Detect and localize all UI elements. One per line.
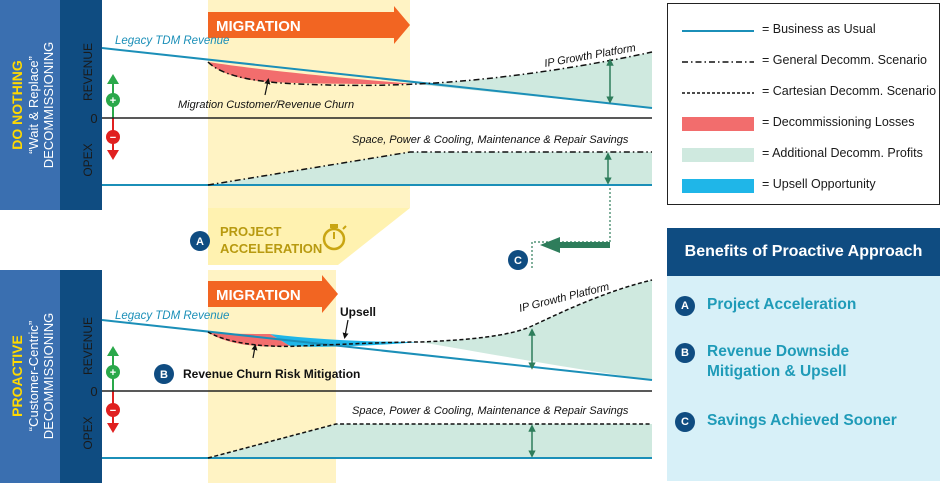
badge-b-text: B <box>160 369 168 381</box>
top-axis-band <box>60 0 102 210</box>
bottom-upsell-area <box>270 334 420 347</box>
legend-label: = Cartesian Decomm. Scenario <box>762 84 937 98</box>
legend-bau-swatch <box>682 30 754 32</box>
bottom-label-line3: DECOMMISSIONING <box>41 313 56 439</box>
bottom-plus-sign: + <box>110 367 116 379</box>
top-churn-label: Migration Customer/Revenue Churn <box>178 99 354 111</box>
bottom-savings-label: Space, Power & Cooling, Maintenance & Re… <box>352 405 629 417</box>
benefit-item-a: A Project Acceleration <box>675 295 935 316</box>
bottom-migration-arrow: MIGRATION <box>208 275 338 313</box>
bottom-revenue-loss-area <box>208 332 290 347</box>
top-revenue-profit-area <box>415 52 652 108</box>
bottom-cartesian-opex-line <box>207 423 652 459</box>
badge-b <box>154 364 174 384</box>
legend-item-general-decomm: = General Decomm. Scenario <box>676 49 938 75</box>
top-minus-sign: − <box>110 132 116 144</box>
legend-general-swatch <box>682 61 754 63</box>
benefit-badge: B <box>675 343 695 363</box>
top-label-line1: DO NOTHING <box>9 60 25 150</box>
bottom-revenue-profit-area <box>420 280 652 380</box>
churn-mitigation-pointer <box>251 344 258 359</box>
legend-profit-swatch <box>682 148 754 162</box>
benefit-label: Project Acceleration <box>707 296 857 313</box>
legend: = Business as Usual = General Decomm. Sc… <box>667 3 940 205</box>
benefit-item-c: C Savings Achieved Sooner <box>675 411 935 432</box>
bottom-minus-sign: − <box>110 405 116 417</box>
legend-item-additional-profits: = Additional Decomm. Profits <box>676 142 938 168</box>
stopwatch-icon <box>322 224 347 251</box>
connector-arrow <box>540 237 610 253</box>
benefit-label: Savings Achieved Sooner <box>707 412 897 429</box>
legend-label: = General Decomm. Scenario <box>762 53 928 67</box>
bottom-bau-revenue-line <box>101 319 653 381</box>
legend-label: = Business as Usual <box>762 22 876 36</box>
top-plus-minus-indicator: + − <box>106 74 120 160</box>
top-general-decomm-line <box>207 51 653 87</box>
top-opex-profit-area <box>208 152 652 185</box>
project-acceleration-callout: A PROJECT ACCELERATION <box>190 208 410 265</box>
top-legacy-label: Legacy TDM Revenue <box>115 35 229 47</box>
top-savings-label: Space, Power & Cooling, Maintenance & Re… <box>352 134 629 146</box>
legend-label: = Decommissioning Losses <box>762 115 915 129</box>
badge-c <box>508 250 528 270</box>
bottom-revenue-axis-label: REVENUE <box>81 317 95 375</box>
bottom-label-line1: PROACTIVE <box>9 335 25 417</box>
top-plus-sign: + <box>110 95 116 107</box>
legend-item-upsell-opportunity: = Upsell Opportunity <box>676 173 938 199</box>
bottom-axis-band <box>60 270 102 483</box>
legend-upsell-swatch <box>682 179 754 193</box>
top-zero-label: 0 <box>90 111 97 126</box>
churn-mitigation-label: Revenue Churn Risk Mitigation <box>183 367 360 381</box>
benefits-title: Benefits of Proactive Approach <box>667 228 940 276</box>
benefit-badge: A <box>675 296 695 316</box>
acceleration-line1: PROJECT <box>220 224 281 239</box>
bottom-opex-profit-area <box>208 424 652 458</box>
top-side-band <box>0 0 60 210</box>
upsell-pointer <box>342 319 349 339</box>
top-label-line3: DECOMMISSIONING <box>41 42 56 168</box>
bottom-panel: PROACTIVE “Customer-Centric” DECOMMISSIO… <box>0 270 653 483</box>
legend-label: = Additional Decomm. Profits <box>762 146 923 160</box>
benefits-panel: Benefits of Proactive Approach A Project… <box>667 228 940 481</box>
legend-label: = Upsell Opportunity <box>762 177 876 191</box>
top-churn-pointer <box>264 78 271 96</box>
bottom-upsell-label: Upsell <box>340 305 376 319</box>
legend-item-decomm-losses: = Decommissioning Losses <box>676 111 938 137</box>
top-general-opex-line <box>207 151 652 186</box>
top-revenue-axis-label: REVENUE <box>81 43 95 101</box>
top-panel: DO NOTHING “Wait & Replace” DECOMMISSION… <box>0 0 653 210</box>
bottom-plus-minus-indicator: + − <box>106 346 120 433</box>
top-opex-axis-label: OPEX <box>81 143 95 176</box>
bottom-legacy-label: Legacy TDM Revenue <box>115 310 229 322</box>
top-label-line2: “Wait & Replace” <box>26 56 41 154</box>
legend-cartesian-swatch <box>682 92 754 94</box>
top-migration-arrow: MIGRATION <box>208 6 410 44</box>
acceleration-wedge <box>208 208 410 265</box>
legend-item-business-as-usual: = Business as Usual <box>676 18 938 44</box>
legend-item-cartesian-decomm: = Cartesian Decomm. Scenario <box>676 80 938 106</box>
acceleration-badge-text: A <box>196 236 204 248</box>
bottom-cartesian-decomm-line <box>207 279 653 348</box>
top-revenue-loss-area <box>208 62 415 84</box>
bottom-zero-label: 0 <box>90 384 97 399</box>
bottom-side-band <box>0 270 60 483</box>
acceleration-badge <box>190 231 210 251</box>
badge-c-text: C <box>514 255 522 267</box>
bottom-opex-axis-label: OPEX <box>81 416 95 449</box>
benefit-label: Revenue Downside Mitigation & Upsell <box>707 343 850 380</box>
benefit-badge: C <box>675 412 695 432</box>
benefit-item-b: B Revenue Downside Mitigation & Upsell <box>675 342 935 382</box>
top-bau-revenue-line <box>101 47 653 109</box>
top-migration-text: MIGRATION <box>216 18 301 35</box>
acceleration-line2: ACCELERATION <box>220 241 322 256</box>
legend-loss-swatch <box>682 117 754 131</box>
bottom-migration-text: MIGRATION <box>216 287 301 304</box>
bottom-label-line2: “Customer-Centric” <box>26 321 41 432</box>
